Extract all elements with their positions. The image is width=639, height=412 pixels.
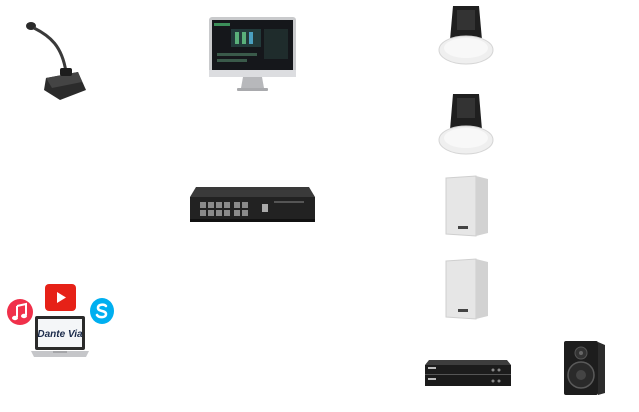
studio-monitor-speaker-icon bbox=[564, 341, 605, 395]
ceiling-speaker-icon bbox=[438, 94, 494, 155]
wall-speaker-icon bbox=[445, 258, 488, 320]
gooseneck-microphone-icon bbox=[26, 22, 86, 100]
skype-app bbox=[89, 296, 115, 326]
studio-monitor-speaker bbox=[564, 341, 606, 397]
network-switch bbox=[190, 187, 315, 223]
music-app bbox=[7, 297, 33, 327]
gooseneck-microphone bbox=[20, 16, 90, 102]
laptop-icon: Dante Via bbox=[31, 316, 89, 357]
skype-icon bbox=[90, 298, 114, 324]
desktop-monitor-icon bbox=[209, 17, 296, 91]
youtube-app bbox=[45, 284, 76, 311]
wall-speaker-1 bbox=[445, 175, 490, 237]
rack-amplifier bbox=[425, 360, 511, 388]
laptop: Dante Via bbox=[31, 316, 89, 358]
network-switch-icon bbox=[190, 187, 315, 222]
rack-amplifier-icon bbox=[425, 360, 511, 386]
music-app-icon bbox=[7, 299, 33, 325]
ceiling-speaker-1 bbox=[437, 4, 495, 66]
ceiling-speaker-2 bbox=[437, 92, 495, 156]
youtube-icon bbox=[45, 284, 76, 311]
wall-speaker-icon bbox=[445, 175, 488, 237]
desktop-monitor bbox=[209, 17, 296, 92]
wall-speaker-2 bbox=[445, 258, 490, 320]
laptop-screen-label: Dante Via bbox=[37, 329, 83, 340]
ceiling-speaker-icon bbox=[438, 6, 494, 65]
